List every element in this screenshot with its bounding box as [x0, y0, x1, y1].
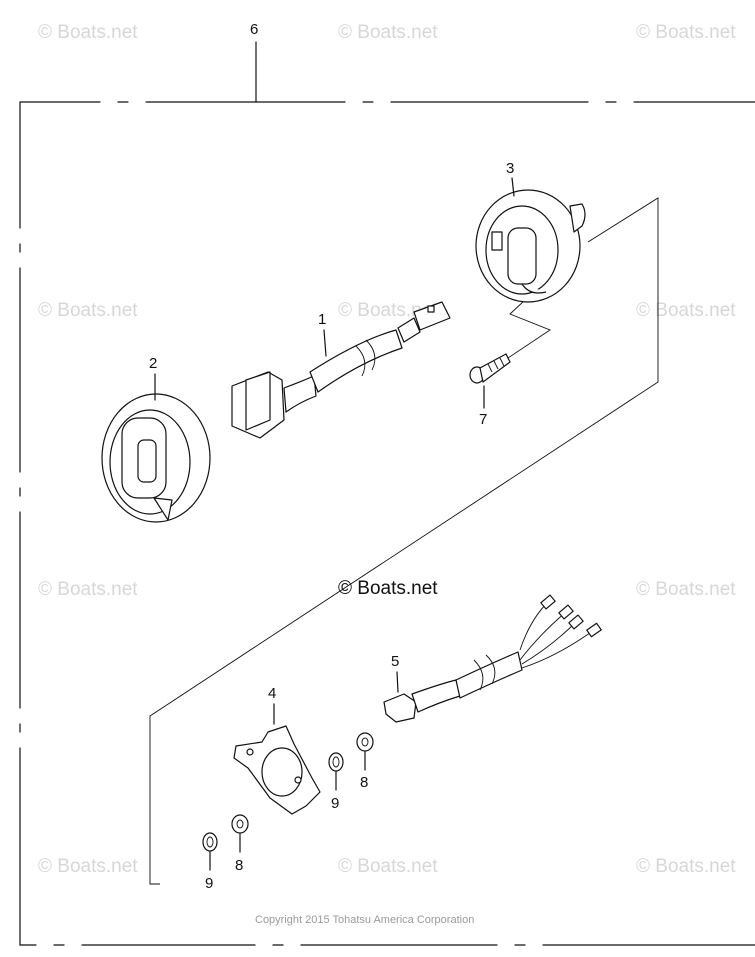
watermark: © Boats.net — [338, 22, 438, 43]
callout-8: 8 — [235, 857, 243, 874]
callout-1: 1 — [318, 311, 326, 328]
watermark: © Boats.net — [38, 300, 138, 321]
watermark: © Boats.net — [636, 579, 736, 600]
switch-bezel-front — [101, 393, 211, 523]
nut — [231, 814, 249, 834]
mounting-plane — [149, 197, 659, 885]
switch-housing-rear — [475, 189, 586, 303]
nut — [356, 732, 374, 752]
watermark: © Boats.net — [38, 22, 138, 43]
watermark: © Boats.net — [38, 579, 138, 600]
callout-8: 8 — [360, 774, 368, 791]
leader-line — [396, 671, 399, 693]
watermark: © Boats.net — [636, 22, 736, 43]
callout-2: 2 — [149, 355, 157, 372]
watermark: © Boats.net — [338, 856, 438, 877]
mounting-bracket — [233, 725, 321, 815]
leader-line — [511, 177, 515, 197]
screw — [469, 353, 511, 384]
spring-washer — [328, 752, 344, 772]
leader-line — [323, 329, 327, 357]
switch-with-cable — [231, 301, 451, 439]
callout-7: 7 — [479, 411, 487, 428]
leader-line — [504, 299, 551, 361]
callout-9: 9 — [205, 875, 213, 892]
watermark: © Boats.net — [636, 856, 736, 877]
watermark: © Boats.net — [338, 300, 438, 321]
callout-4: 4 — [268, 685, 276, 702]
center-watermark: © Boats.net — [338, 578, 438, 599]
harness-lead — [383, 594, 602, 723]
watermark-grid: © Boats.net © Boats.net © Boats.net © Bo… — [38, 22, 736, 877]
watermark: © Boats.net — [38, 856, 138, 877]
assembly-frame — [19, 101, 755, 946]
callout-5: 5 — [391, 653, 399, 670]
spring-washer — [202, 832, 218, 852]
copyright-notice: Copyright 2015 Tohatsu America Corporati… — [255, 914, 474, 926]
callout-9: 9 — [331, 795, 339, 812]
callout-6: 6 — [250, 21, 258, 38]
callout-3: 3 — [506, 160, 514, 177]
watermark: © Boats.net — [636, 300, 736, 321]
